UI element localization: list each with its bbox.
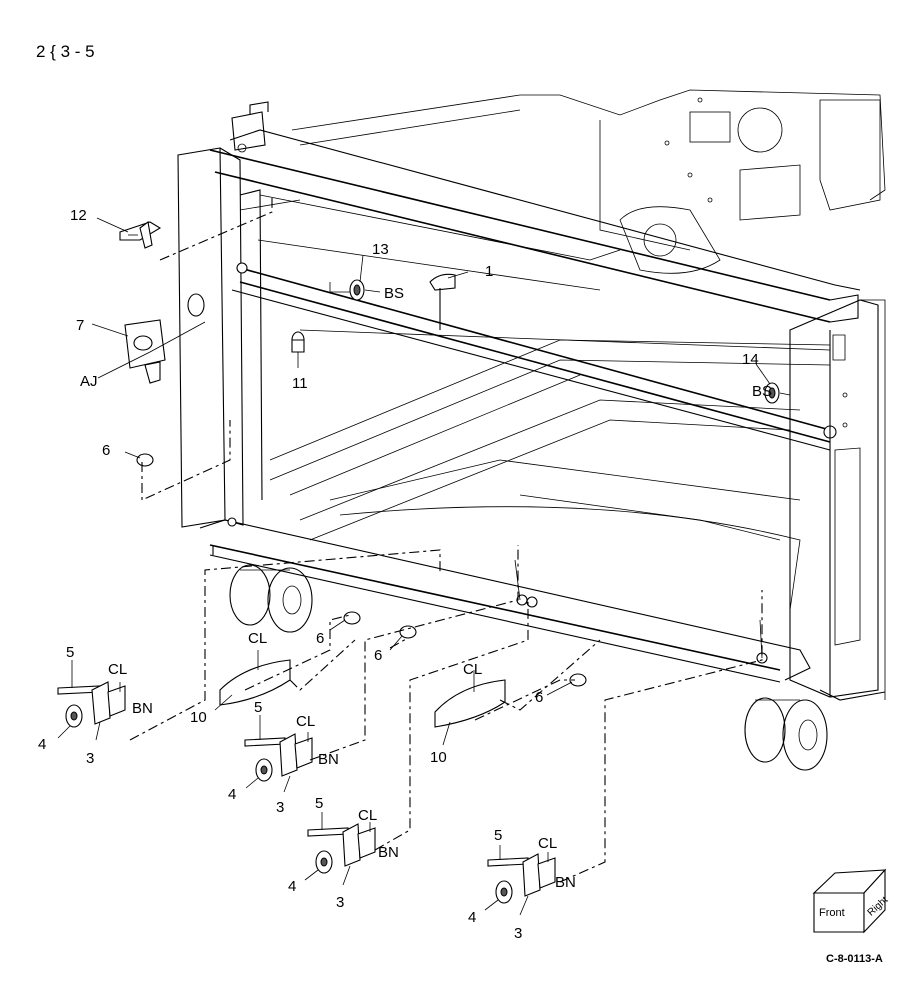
leader-lines (57, 217, 791, 916)
part-1-clip (429, 273, 456, 330)
callout-bs-1: BS (384, 285, 404, 302)
callout-10-a: 10 (190, 709, 207, 726)
callout-bn-1: BN (132, 700, 153, 717)
callout-cl-5: CL (358, 807, 377, 824)
caster-bracket-set-3 (307, 823, 376, 874)
part-14-bushing (764, 382, 780, 404)
callout-4-d: 4 (468, 909, 476, 926)
part-12-bracket (119, 221, 162, 249)
callout-3-d: 3 (514, 925, 522, 942)
callout-5-c: 5 (315, 795, 323, 812)
callout-13: 13 (372, 241, 389, 258)
part-13-bushing (349, 279, 365, 301)
caster-bracket-set-1 (57, 681, 126, 728)
callout-6-c: 6 (374, 647, 382, 664)
callout-3-a: 3 (86, 750, 94, 767)
callout-bn-4: BN (555, 874, 576, 891)
part-7-bracket (124, 319, 166, 384)
callout-6-d: 6 (535, 689, 543, 706)
part-10-pads (219, 659, 506, 728)
callout-cl-1: CL (248, 630, 267, 647)
callout-4-a: 4 (38, 736, 46, 753)
callout-cl-6: CL (538, 835, 557, 852)
part-6-pads (136, 453, 587, 687)
reference-code: C-8-0113-A (826, 953, 883, 965)
callout-12: 12 (70, 207, 87, 224)
callout-labels: 12 7 AJ 13 BS 1 11 14 BS 6 6 6 6 CL CL 1… (38, 207, 772, 942)
frame-assembly (177, 89, 886, 771)
callout-bs-2: BS (752, 383, 772, 400)
callout-14: 14 (742, 351, 759, 368)
callout-4-c: 4 (288, 878, 296, 895)
callout-5-a: 5 (66, 644, 74, 661)
cube-front-label: Front (819, 907, 845, 919)
callout-cl-3: CL (108, 661, 127, 678)
callout-4-b: 4 (228, 786, 236, 803)
callout-5-b: 5 (254, 699, 262, 716)
assembly-lines (129, 198, 763, 883)
callout-5-d: 5 (494, 827, 502, 844)
caster-bracket-set-4 (487, 853, 556, 904)
callout-bn-2: BN (318, 751, 339, 768)
callout-aj: AJ (80, 373, 98, 390)
callout-3-c: 3 (336, 894, 344, 911)
figure-title: 2 { 3 - 5 (36, 42, 95, 61)
part-11-pin (291, 331, 305, 353)
callout-7: 7 (76, 317, 84, 334)
callout-1: 1 (485, 263, 493, 280)
orientation-cube: Front Right (812, 868, 891, 934)
callout-3-b: 3 (276, 799, 284, 816)
caster-rear-left (229, 564, 313, 633)
callout-6-b: 6 (316, 630, 324, 647)
callout-cl-4: CL (296, 713, 315, 730)
caster-front-right (744, 697, 828, 771)
callout-cl-2: CL (463, 661, 482, 678)
callout-bn-3: BN (378, 844, 399, 861)
callout-11: 11 (292, 375, 308, 392)
callout-10-b: 10 (430, 749, 447, 766)
callout-6-a: 6 (102, 442, 110, 459)
caster-bracket-set-2 (244, 733, 313, 782)
